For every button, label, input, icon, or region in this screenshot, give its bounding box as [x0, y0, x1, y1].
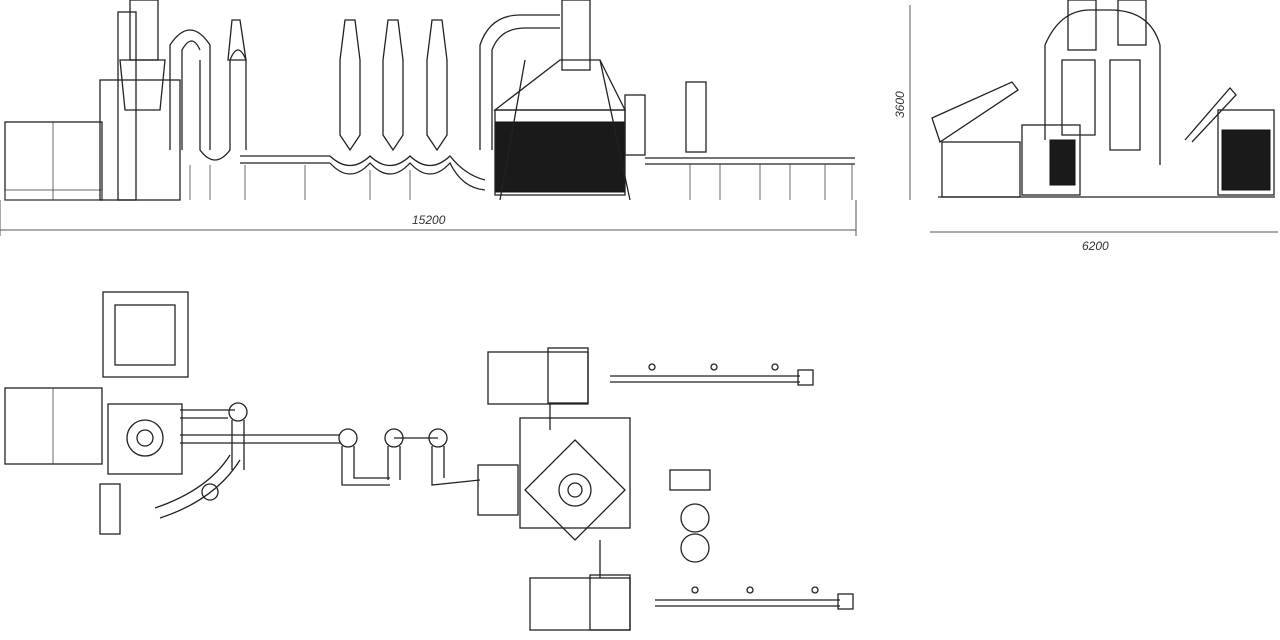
feed-chute	[931, 81, 1019, 144]
furnace-frame	[99, 79, 181, 201]
storage-bin-plan	[4, 387, 103, 465]
unit-top-plan	[487, 351, 589, 405]
cyclones-group	[329, 19, 486, 191]
main-machine-plan	[524, 439, 626, 541]
front-elevation-view: 15200	[0, 0, 857, 236]
main-machine-body	[494, 121, 626, 193]
elevator-tower	[117, 11, 137, 201]
plan-view	[4, 291, 854, 631]
dimension-label-height: 3600	[893, 91, 907, 118]
furnace-plan	[107, 403, 183, 475]
unit-bottom-plan	[529, 577, 631, 631]
storage-bin	[4, 121, 103, 201]
dimension-label-width: 6200	[1082, 239, 1109, 253]
dimension-label-length: 15200	[412, 213, 446, 227]
side-elevation-view: 3600 6200	[893, 0, 1278, 253]
